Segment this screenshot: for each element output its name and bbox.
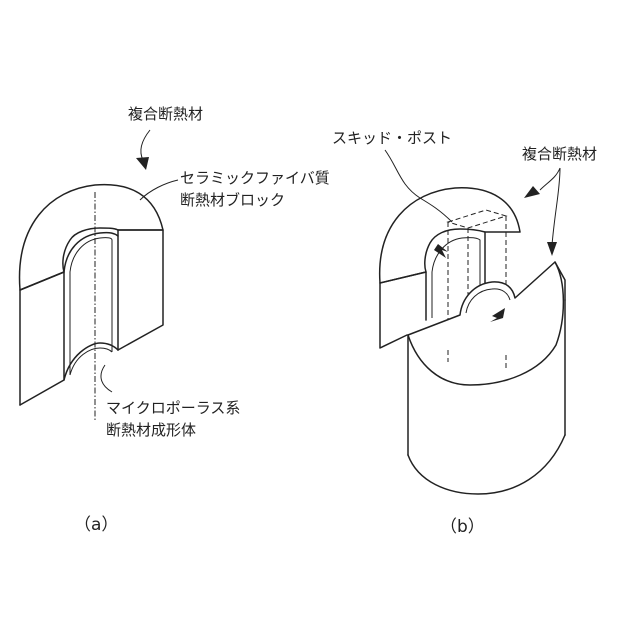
fig-a-label-ceramic-line2: 断熱材ブロック bbox=[180, 190, 285, 210]
fig-b-leader-skid bbox=[385, 150, 452, 222]
fig-a-left-cut-face bbox=[20, 272, 64, 405]
fig-b-label-skid-post: スキッド・ポスト bbox=[332, 128, 452, 148]
fig-b-back-outer-side bbox=[380, 283, 407, 348]
fig-a-label-micro-line2: 断熱材成形体 bbox=[106, 420, 196, 440]
fig-a-leader-composite-arrow bbox=[136, 157, 149, 170]
fig-a-caption: （a） bbox=[74, 510, 118, 535]
figure-b-drawing bbox=[380, 150, 565, 494]
fig-a-leader-composite bbox=[141, 130, 150, 160]
fig-a-inner-layer-line1 bbox=[70, 238, 112, 352]
fig-a-leader-micro bbox=[101, 365, 112, 392]
fig-b-leader-composite-split bbox=[540, 168, 560, 245]
figure-a-drawing bbox=[20, 130, 178, 420]
fig-a-inner-bottom bbox=[64, 343, 118, 380]
fig-b-back-cut-face bbox=[380, 272, 426, 320]
fig-b-leader-composite-arrow2 bbox=[547, 242, 557, 256]
fig-a-label-ceramic-line1: セラミックファイバ質 bbox=[180, 168, 330, 188]
fig-b-arrow-upper bbox=[434, 244, 448, 258]
fig-b-label-composite: 複合断熱材 bbox=[522, 144, 597, 164]
fig-b-leader-composite-arrow1 bbox=[524, 186, 540, 198]
fig-b-caption: （b） bbox=[440, 512, 485, 537]
fig-b-back-top-face bbox=[380, 188, 520, 283]
fig-b-skid-post-top bbox=[448, 210, 506, 228]
fig-a-top-face bbox=[20, 185, 163, 290]
fig-a-label-composite: 複合断熱材 bbox=[128, 104, 203, 124]
fig-a-label-micro-line1: マイクロポーラス系 bbox=[106, 398, 240, 418]
fig-a-right-cut-face bbox=[118, 230, 163, 350]
fig-b-front-body-bottom bbox=[408, 435, 565, 494]
fig-a-inner-bottom-line bbox=[70, 348, 112, 375]
